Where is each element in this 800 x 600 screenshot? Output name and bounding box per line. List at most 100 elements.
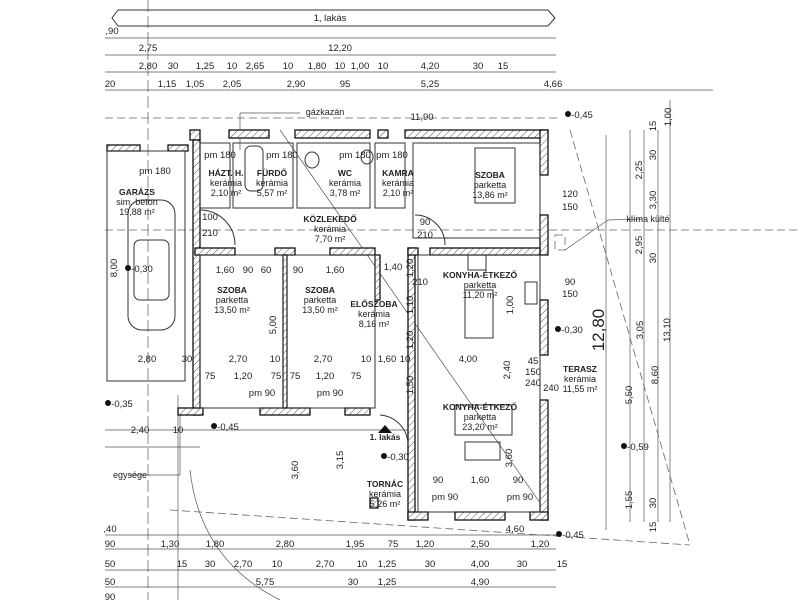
dimension-text: 10: [361, 354, 372, 365]
dimension-text: 50: [105, 559, 116, 570]
opening-dimension: 120: [562, 189, 578, 200]
dimension-text: 5,75: [256, 577, 275, 588]
dimension-text: 5,00: [268, 316, 279, 335]
kitchen-counter-icon: [454, 404, 513, 436]
opening-dimension: 240: [543, 383, 559, 394]
dimension-text: 3,60: [504, 449, 515, 468]
dimension-text: 30: [205, 559, 216, 570]
dimension-text: 1,60: [471, 475, 490, 486]
dimension-text: 1,60: [326, 265, 345, 276]
dimension-text: 2,95: [634, 236, 645, 255]
dimension-text: 30: [425, 559, 436, 570]
dimension-text: 30: [473, 61, 484, 72]
dimension-text: 13,10: [662, 318, 673, 342]
stove-icon: [467, 254, 487, 271]
dimension-text: 5,25: [421, 79, 440, 90]
dimension-text: 240: [525, 378, 541, 389]
dimension-text: 10: [272, 559, 283, 570]
level-marker-icon: [565, 111, 571, 117]
room-floor: kerámia: [564, 374, 596, 384]
dimension-text: 2,40: [131, 425, 150, 436]
room-floor: kerámia: [369, 489, 401, 499]
dimension-text: 90: [105, 539, 116, 550]
dimension-text: 15: [648, 121, 659, 132]
dimension-text: 1,20: [405, 331, 416, 350]
room-area: 7,70 m²: [315, 234, 346, 244]
opening-dimension: 90: [420, 217, 431, 228]
gas-boiler-label: gázkazán: [306, 107, 345, 117]
room-name: KAMRA: [382, 168, 414, 178]
room-floor: kerámia: [256, 178, 288, 188]
total-dimension: 11,90: [410, 112, 433, 123]
dimension-text: 30: [348, 577, 359, 588]
room-name: TERASZ: [563, 364, 597, 374]
level-marker-icon: [211, 423, 217, 429]
dimension-text: 2,40: [502, 361, 513, 380]
door-swing-icon: [199, 209, 236, 246]
dimension-text: 1,00: [505, 296, 516, 315]
dimension-text: 90: [243, 265, 254, 276]
room-area: 13,50 m²: [214, 305, 250, 315]
dimension-text: 20: [105, 79, 116, 90]
dimension-text: 2,70: [229, 354, 248, 365]
level-label: -0,45: [217, 422, 239, 433]
dimension-text: 90: [433, 475, 444, 486]
dimension-text: 1,05: [186, 79, 205, 90]
unit-label: egysége: [113, 470, 147, 480]
opening-dimension: pm 90: [317, 388, 343, 399]
dimension-text: 1,30: [161, 539, 180, 550]
dimension-text: 2,80: [276, 539, 295, 550]
sink-icon: [524, 281, 538, 305]
dimension-text: 90: [293, 265, 304, 276]
dimension-text: 8,00: [109, 259, 120, 278]
dimension-text: 1,60: [216, 265, 235, 276]
dining-table-icon: [464, 289, 494, 339]
room-name: WC: [338, 168, 352, 178]
dimension-text: 2,75: [139, 43, 158, 54]
dimension-text: 10: [173, 425, 184, 436]
dimension-text: 4,00: [459, 354, 478, 365]
dimension-text: 2,70: [316, 559, 335, 570]
room-area: 8,16 m²: [359, 319, 390, 329]
dimension-text: 1,20: [234, 371, 253, 382]
level-label: -0,45: [571, 110, 593, 121]
dimension-text: 1,55: [624, 491, 635, 510]
room-area: 2,10 m²: [383, 188, 414, 198]
dimension-text: 3,15: [335, 451, 346, 470]
door-swing-icon: [379, 414, 409, 446]
dimension-text: 10: [357, 559, 368, 570]
ac-unit-icon: [554, 234, 566, 251]
opening-dimension: 150: [562, 289, 578, 300]
toilet-icon: [304, 151, 320, 169]
opening-dimension: pm 180: [376, 150, 408, 161]
room-name: FÜRDŐ: [257, 167, 288, 178]
opening-dimension: pm 90: [249, 388, 275, 399]
dimension-text: 10: [335, 61, 346, 72]
level-marker-icon: [105, 400, 111, 406]
level-marker-icon: [125, 265, 131, 271]
level-label: -0,30: [387, 452, 409, 463]
dimension-text: 1,15: [158, 79, 177, 90]
opening-dimension: pm 90: [507, 492, 533, 503]
opening-dimension: pm 180: [339, 150, 371, 161]
dimension-text: 3,05: [635, 321, 646, 340]
building-length: 12,80: [589, 309, 608, 352]
dimension-text: 15: [498, 61, 509, 72]
opening-dimension: pm 180: [266, 150, 298, 161]
dimension-text: 1,95: [346, 539, 365, 550]
dimension-text: 10: [283, 61, 294, 72]
level-marker-icon: [621, 443, 627, 449]
dimension-text: 95: [340, 79, 351, 90]
room-area: 13,50 m²: [302, 305, 338, 315]
dimension-lines: [105, 37, 800, 600]
dimension-text: 2,50: [471, 539, 490, 550]
room-floor: kerámia: [314, 224, 346, 234]
dimension-text: 1,60: [378, 354, 397, 365]
ac-outdoor-label: klíma külté: [626, 214, 669, 224]
room-name: TORNÁC: [367, 479, 403, 489]
dimension-text: 1,25: [196, 61, 215, 72]
kitchen-island-icon: [464, 441, 501, 461]
dimension-text: 3,30: [648, 191, 659, 210]
level-label: -0,59: [627, 442, 649, 453]
dimension-text: 4,66: [544, 79, 563, 90]
